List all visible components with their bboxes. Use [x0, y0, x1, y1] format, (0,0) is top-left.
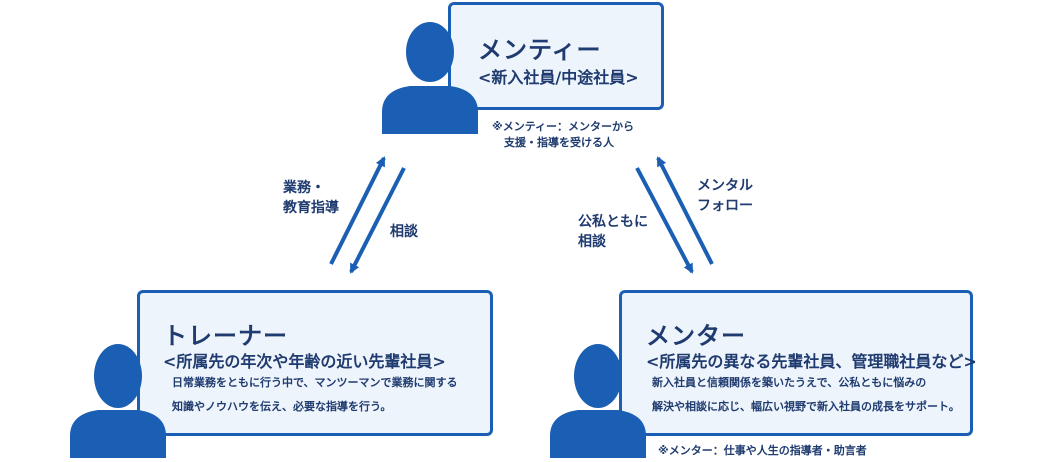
label-trainer-to-mentee-line2: 教育指導 — [283, 200, 339, 216]
arrow-mentor-to-mentee — [656, 156, 714, 265]
mentee-note-line1: ※メンティー：メンターから — [492, 120, 635, 133]
mentor-role: <所属先の異なる先輩社員、管理職社員など> — [646, 352, 977, 371]
mentor-box — [619, 290, 973, 436]
label-trainer-to-mentee-line1: 業務・ — [283, 180, 325, 196]
mentee-box — [448, 2, 664, 110]
label-mentee-to-trainer: 相談 — [390, 224, 418, 240]
trainer-box — [137, 290, 493, 436]
mentor-note: ※メンター：仕事や人生の指導者・助言者 — [658, 444, 867, 457]
trainer-role: <所属先の年次や年齢の近い先輩社員> — [163, 352, 446, 371]
label-mentor-to-mentee-line2: フォロー — [697, 198, 753, 214]
mentor-desc-line1: 新入社員と信頼関係を築いたうえで、公私ともに悩みの — [652, 376, 927, 389]
label-mentor-to-mentee-line1: メンタル — [697, 178, 753, 194]
arrow-mentee-to-trainer — [349, 167, 406, 274]
arrow-trainer-to-mentee — [329, 156, 386, 265]
trainer-desc-line1: 日常業務をともに行う中で、マンツーマンで業務に関する — [172, 376, 458, 389]
label-mentee-to-mentor-line1: 公私ともに — [578, 214, 648, 230]
mentee-person-icon — [382, 22, 478, 134]
mentee-title: メンティー — [478, 36, 602, 64]
mentee-role: <新入社員/中途社員> — [478, 68, 639, 87]
mentor-title: メンター — [646, 322, 746, 350]
mentor-person-icon — [550, 344, 646, 458]
arrow-mentee-to-mentor — [635, 167, 694, 274]
label-mentee-to-mentor-line2: 相談 — [578, 234, 606, 250]
trainer-desc-line2: 知識やノウハウを伝え、必要な指導を行う。 — [172, 400, 392, 413]
mentor-desc-line2: 解決や相談に応じ、幅広い視野で新入社員の成長をサポート。 — [652, 400, 960, 413]
trainer-title: トレーナー — [163, 322, 288, 350]
mentee-note-line2: 支援・指導を受ける人 — [504, 136, 614, 149]
trainer-person-icon — [70, 344, 166, 458]
